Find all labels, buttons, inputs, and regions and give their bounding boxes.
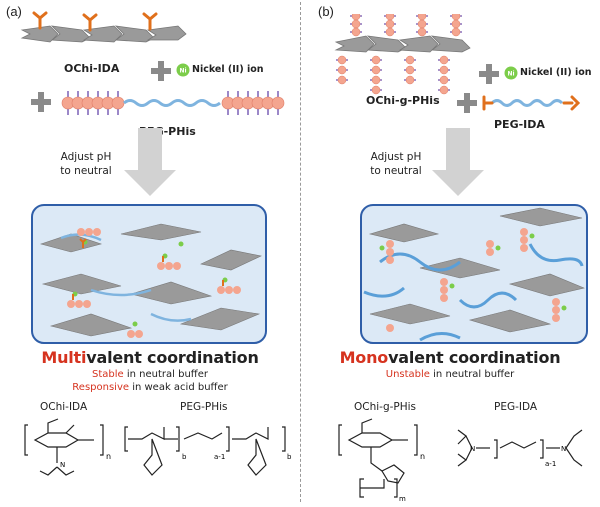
panel-b-label: (b)	[318, 4, 334, 19]
panel-a-hydrogel-box	[31, 204, 267, 344]
ochi-ida-structure: N n	[24, 418, 111, 476]
panel-a-note2: Responsive in weak acid buffer	[0, 382, 300, 393]
note1-rest: in neutral buffer	[123, 369, 208, 380]
panel-b-polymer1-name: OChi-g-PHis	[366, 94, 440, 107]
svg-text:Ni: Ni	[507, 71, 514, 78]
peg-ida-structure: N N a-1	[457, 429, 583, 468]
svg-text:a-1: a-1	[214, 453, 225, 461]
plus-icon-2	[31, 92, 51, 112]
panel-a-title: Multivalent coordination	[0, 348, 300, 367]
panel-divider	[300, 2, 301, 502]
panel-a-label: (a)	[6, 4, 22, 19]
svg-text:n: n	[420, 452, 425, 461]
plus-icon-4	[457, 93, 477, 113]
panel-a-note1: Stable in neutral buffer	[0, 369, 300, 380]
note2-rest: in weak acid buffer	[129, 382, 228, 393]
process-arrow-2	[432, 128, 484, 196]
panel-a-struct1-name: OChi-IDA	[40, 401, 88, 413]
title-rest-b: valent coordination	[388, 348, 561, 367]
note2-highlight: Responsive	[72, 382, 130, 393]
peg-phis-polymer	[61, 91, 285, 115]
step-line-1b: Adjust pH	[370, 151, 422, 163]
title-highlight: Multi	[41, 348, 87, 367]
ochi-ida-chain	[20, 11, 187, 43]
panel-b-struct1-name: OChi-g-PHis	[354, 401, 417, 413]
peg-ida-polymer	[482, 95, 581, 111]
svg-text:b: b	[182, 453, 187, 461]
panel-a-step-text: Adjust pH to neutral	[46, 150, 126, 178]
peg-phis-structure: b a-1 b	[124, 426, 292, 476]
step-line-2b: to neutral	[370, 165, 422, 177]
plus-icon-3	[479, 64, 499, 84]
ochi-g-phis-polymer	[334, 14, 471, 95]
process-arrow	[124, 128, 176, 196]
svg-text:N: N	[470, 445, 475, 453]
title-highlight-b: Mono	[339, 348, 389, 367]
step-line-1: Adjust pH	[60, 151, 112, 163]
plus-icon	[151, 61, 171, 81]
panel-a-polymer1-name: OChi-IDA	[64, 62, 120, 75]
title-rest: valent coordination	[86, 348, 259, 367]
note1-rest-b: in neutral buffer	[429, 369, 515, 380]
svg-text:n: n	[106, 452, 111, 461]
svg-text:Ni: Ni	[179, 68, 186, 75]
panel-b-note1: Unstable in neutral buffer	[300, 369, 600, 380]
svg-text:N: N	[60, 461, 65, 469]
panel-b-title: Monovalent coordination	[300, 348, 600, 367]
panel-b-step-text: Adjust pH to neutral	[356, 150, 436, 178]
svg-text:N: N	[561, 445, 566, 453]
panel-a-struct2-name: PEG-PHis	[180, 401, 228, 413]
step-line-2: to neutral	[60, 165, 112, 177]
ochi-g-phis-structure: n m	[338, 418, 425, 503]
svg-text:a-1: a-1	[545, 460, 556, 468]
note1-highlight-b: Unstable	[385, 369, 430, 380]
nickel-ion-icon: Ni	[176, 63, 190, 77]
panel-b-hydrogel-box	[360, 204, 588, 344]
note1-highlight: Stable	[92, 369, 124, 380]
nickel-ion-icon-2: Ni	[504, 66, 518, 80]
panel-a-ion-label: Nickel (II) ion	[192, 64, 264, 75]
svg-text:b: b	[287, 453, 292, 461]
panel-b-struct2-name: PEG-IDA	[494, 401, 538, 413]
panel-b-ion-label: Nickel (II) ion	[520, 67, 592, 78]
panel-b-polymer2-name: PEG-IDA	[494, 118, 545, 131]
svg-text:m: m	[399, 495, 406, 503]
